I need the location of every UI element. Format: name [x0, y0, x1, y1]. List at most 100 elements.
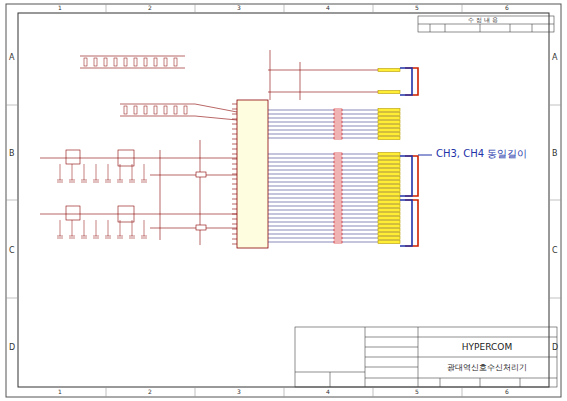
part-symbol — [164, 106, 167, 114]
wire — [268, 198, 378, 199]
part-symbol — [378, 217, 400, 220]
wire — [96, 220, 97, 236]
part-symbol — [334, 129, 342, 131]
wire — [268, 194, 378, 195]
wire — [268, 242, 378, 243]
zone-number: 1 — [58, 5, 62, 11]
title-block-cell: HYPERCOM — [460, 341, 514, 353]
wire — [93, 238, 99, 239]
wire — [232, 104, 237, 105]
wire — [232, 224, 237, 225]
wire — [93, 236, 99, 237]
part-symbol — [334, 209, 342, 211]
wire — [129, 238, 135, 239]
wire — [72, 164, 73, 180]
wire — [232, 209, 237, 210]
wire — [57, 236, 63, 237]
wire — [117, 180, 123, 181]
part-symbol — [378, 193, 400, 196]
part-symbol — [378, 125, 400, 128]
wire — [117, 238, 123, 239]
part-symbol — [378, 213, 400, 216]
part-symbol — [334, 181, 342, 183]
part-symbol — [378, 237, 400, 240]
wire — [232, 109, 237, 110]
part-symbol — [334, 169, 342, 171]
wire — [108, 164, 109, 180]
part-symbol — [378, 173, 400, 176]
wire — [232, 174, 237, 175]
part-symbol — [334, 201, 342, 203]
wire — [268, 126, 378, 127]
part-symbol — [134, 106, 137, 114]
part-symbol — [334, 161, 342, 163]
wire — [141, 238, 147, 239]
wire — [232, 189, 237, 190]
wire — [268, 178, 378, 179]
wire — [232, 219, 237, 220]
part-symbol — [334, 233, 342, 235]
wire — [144, 220, 145, 236]
part-symbol — [378, 129, 400, 132]
wire — [232, 129, 237, 130]
part-symbol — [378, 113, 400, 116]
wire — [105, 238, 111, 239]
wire — [268, 202, 378, 203]
part-symbol — [378, 233, 400, 236]
part-symbol — [94, 58, 97, 66]
wire — [132, 220, 133, 236]
wire — [232, 149, 237, 150]
wire — [232, 144, 237, 145]
part-symbol — [154, 58, 157, 66]
part-symbol — [334, 125, 342, 127]
wire — [268, 110, 378, 111]
zone-number: 5 — [415, 389, 419, 395]
wire — [232, 124, 237, 125]
wire — [268, 222, 378, 223]
wire — [232, 164, 237, 165]
part-symbol — [334, 133, 342, 135]
wire — [60, 164, 61, 180]
wire — [268, 130, 378, 131]
annotation-note: CH3, CH4 동일길이 — [436, 149, 527, 159]
wire — [232, 169, 237, 170]
part-symbol — [378, 177, 400, 180]
part-symbol — [184, 106, 187, 114]
wire — [268, 174, 378, 175]
wire — [268, 214, 378, 215]
part-symbol — [134, 58, 137, 66]
part-symbol — [378, 117, 400, 120]
wire — [132, 164, 133, 180]
part-symbol — [378, 91, 400, 94]
wire — [105, 180, 111, 181]
part-symbol — [334, 189, 342, 191]
wire — [69, 182, 75, 183]
zone-number: 4 — [326, 389, 330, 395]
wire — [117, 182, 123, 183]
part-symbol — [378, 109, 400, 112]
part-symbol — [378, 221, 400, 224]
zone-number: 6 — [505, 389, 509, 395]
zone-number: 6 — [505, 5, 509, 11]
wire — [268, 238, 378, 239]
wire — [268, 234, 378, 235]
part-symbol — [378, 121, 400, 124]
wire — [268, 170, 378, 171]
wire — [96, 164, 97, 180]
part-symbol — [334, 113, 342, 115]
part-symbol — [84, 58, 87, 66]
wire — [232, 139, 237, 140]
zone-letter: B — [9, 150, 15, 158]
wire — [268, 134, 378, 135]
wire — [129, 182, 135, 183]
part-symbol — [334, 117, 342, 119]
zone-letter: A — [9, 54, 14, 62]
wire — [60, 220, 61, 236]
wire — [141, 236, 147, 237]
wire — [69, 180, 75, 181]
wire — [81, 238, 87, 239]
wire — [232, 134, 237, 135]
wire — [268, 158, 378, 159]
wire — [232, 114, 237, 115]
